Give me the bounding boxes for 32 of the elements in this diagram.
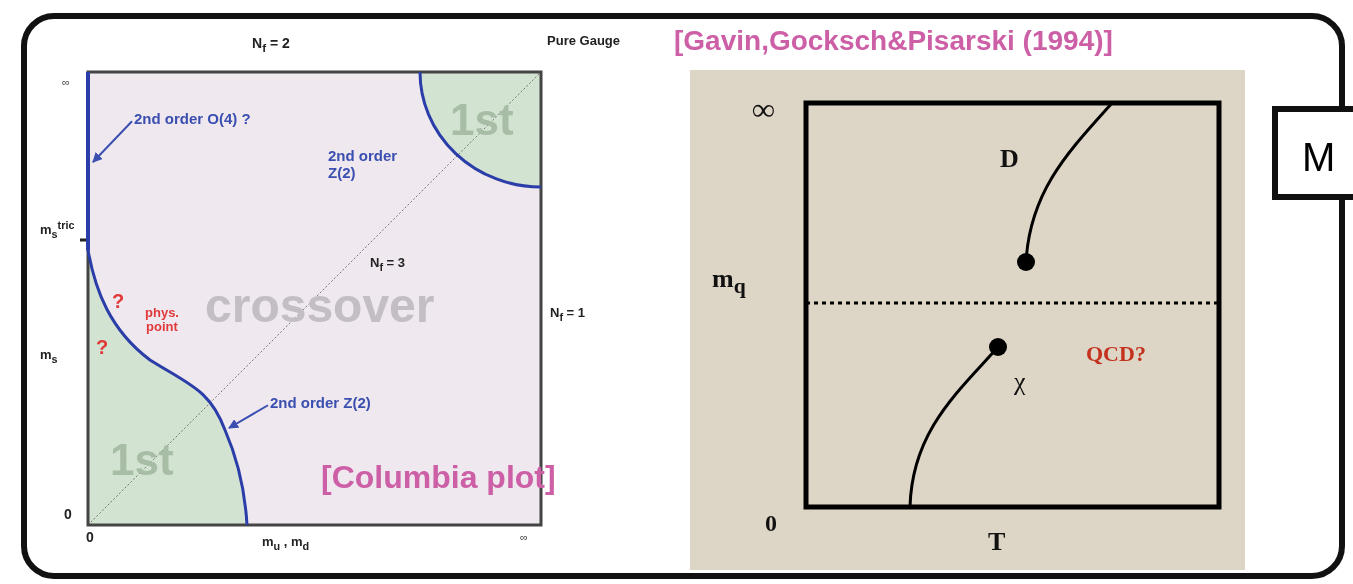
tick-label: ∞ (752, 92, 775, 128)
region-label: 2nd order Z(2) (328, 148, 399, 181)
axis-label: T (988, 528, 1006, 557)
region-label: crossover (205, 280, 435, 333)
phase-boundary-line (86, 72, 90, 250)
region-label: 1st (450, 96, 514, 145)
axis-label: m$_{s}$ (40, 348, 58, 366)
axis-label: Pure Gauge (546, 34, 620, 49)
leader-arrow (92, 120, 133, 163)
annotation-text: 2nd order O(4) ? (134, 110, 264, 128)
tick-label: ∞ (62, 76, 70, 89)
leader-arrow (228, 404, 269, 429)
axis-label: m$_{q}$ (712, 265, 746, 299)
tick-label: ∞ (520, 531, 528, 544)
box-text: M (1302, 135, 1336, 179)
axis-label: N$_{f}$ = 2 (252, 36, 290, 55)
curve-label: D (1000, 145, 1019, 174)
line-label: N$_{f}$ = 3 (370, 256, 406, 274)
citation: [Gavin,Gocksch&Pisarski (1994)] (674, 26, 1113, 57)
tick-label: 0 (86, 530, 94, 546)
title-box (1272, 106, 1353, 200)
point-label: phys. point (144, 306, 180, 335)
annotation-text: 2nd order Z(2) (270, 394, 374, 412)
question-mark: ? (96, 336, 109, 358)
region-label: 1st (110, 436, 174, 485)
tick-label: 0 (765, 510, 777, 537)
axis-label: N$_{f}$ = 1 (550, 306, 586, 324)
question-mark: ? (112, 290, 125, 312)
tick-label: 0 (64, 507, 72, 523)
region-label: QCD? (1086, 342, 1146, 367)
curve-label: χ (1014, 368, 1026, 397)
axis-label: m$_{u}$ , m$_{d}$ (262, 535, 310, 553)
